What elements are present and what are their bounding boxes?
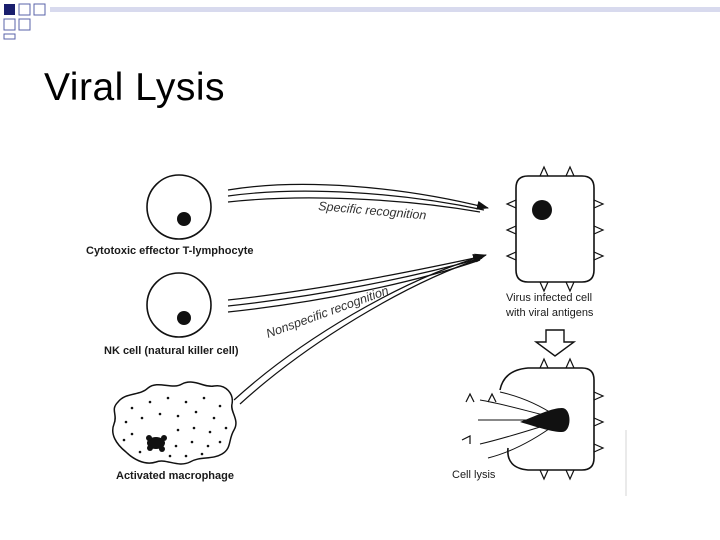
header-bar — [50, 7, 720, 12]
corner-square — [33, 3, 46, 16]
corner-square — [3, 33, 16, 40]
corner-square — [4, 4, 15, 15]
macrophage-cell — [112, 381, 237, 465]
lysed-nucleus — [520, 408, 570, 432]
t-lymphocyte-cell — [146, 174, 212, 240]
t-lymphocyte-nucleus — [177, 212, 191, 226]
t-lymphocyte-label: Cytotoxic effector T-lymphocyte — [86, 245, 253, 257]
lysed-cell — [461, 357, 605, 481]
viral-antigen-spikes — [505, 165, 605, 293]
nk-cell — [146, 272, 212, 338]
specific-recognition-arrow — [227, 183, 489, 213]
transition-down-arrow — [533, 329, 577, 357]
decorative-corner-squares — [3, 3, 720, 40]
infected-cell-label-line1: Virus infected cell — [506, 292, 592, 304]
infected-cell-nucleus — [532, 200, 552, 220]
lysed-cell-spikes — [461, 357, 605, 481]
infected-cell-label-line2: with viral antigens — [505, 307, 594, 319]
macrophage-granules — [122, 396, 228, 458]
macrophage-nucleus — [146, 435, 167, 452]
nonspecific-recognition-arrows — [227, 253, 487, 405]
macrophage-label: Activated macrophage — [116, 470, 234, 482]
slide-title: Viral Lysis — [44, 66, 226, 109]
corner-square — [18, 3, 31, 16]
nk-cell-nucleus — [177, 311, 191, 325]
cell-lysis-label: Cell lysis — [452, 469, 496, 481]
nk-cell-label: NK cell (natural killer cell) — [104, 345, 239, 357]
corner-square — [18, 18, 31, 31]
infected-cell — [505, 165, 605, 293]
corner-square — [3, 18, 16, 31]
